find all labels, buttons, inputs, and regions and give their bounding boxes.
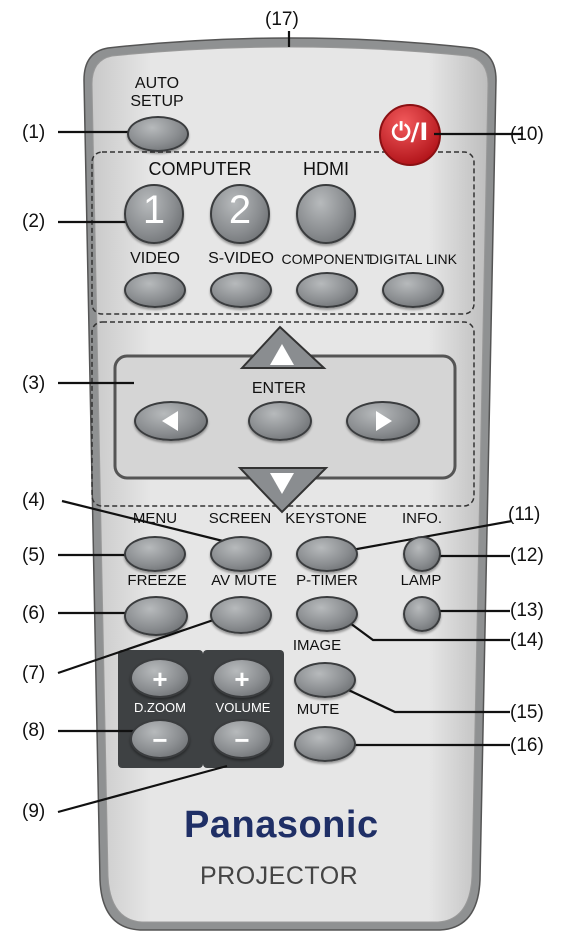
callout-12: (12): [510, 545, 544, 566]
minus-glyph: −: [234, 725, 250, 755]
volume-minus-button[interactable]: −: [212, 719, 272, 759]
s-video-label: S-VIDEO: [208, 250, 274, 267]
info-label: INFO.: [402, 510, 442, 527]
brand-logo: Panasonic: [184, 804, 379, 846]
screen-button[interactable]: [210, 536, 272, 572]
freeze-button[interactable]: [124, 596, 188, 636]
volume-label: VOLUME: [215, 700, 271, 715]
hdmi-label: HDMI: [303, 159, 349, 179]
plus-glyph: +: [234, 664, 250, 694]
menu-button[interactable]: [124, 536, 186, 572]
volume-plus-button[interactable]: +: [212, 658, 272, 698]
digital-link-label: DIGITAL LINK: [369, 251, 457, 267]
auto-setup-button[interactable]: [127, 116, 189, 152]
menu-label: MENU: [132, 510, 178, 527]
leader-7: [57, 612, 232, 675]
dzoom-plus-button[interactable]: +: [130, 658, 190, 698]
dzoom-minus-button[interactable]: −: [130, 719, 190, 759]
enter-button[interactable]: [248, 401, 312, 441]
product-label: PROJECTOR: [200, 862, 359, 890]
keystone-button[interactable]: [296, 536, 358, 572]
left-arrow-icon: [162, 411, 178, 431]
callout-11: (11): [508, 504, 541, 525]
callout-16: (16): [510, 735, 544, 756]
freeze-label: FREEZE: [127, 572, 187, 589]
left-arrow-button[interactable]: [134, 401, 208, 441]
callout-8: (8): [22, 720, 46, 741]
image-label: IMAGE: [292, 637, 342, 654]
digital-link-button[interactable]: [382, 272, 444, 308]
minus-glyph: −: [152, 725, 168, 755]
num-1-glyph: 1: [142, 188, 166, 232]
video-button[interactable]: [124, 272, 186, 308]
right-arrow-icon: [376, 411, 392, 431]
callout-1: (1): [22, 122, 46, 143]
hdmi-button[interactable]: [296, 184, 356, 244]
leader-15: [339, 685, 510, 714]
dzoom-label: D.ZOOM: [134, 700, 186, 715]
right-arrow-button[interactable]: [346, 401, 420, 441]
callout-5: (5): [22, 545, 46, 566]
callout-17: (17): [265, 9, 299, 30]
plus-glyph: +: [152, 664, 168, 694]
video-label: VIDEO: [130, 250, 180, 267]
enter-label: ENTER: [251, 380, 307, 397]
image-button[interactable]: [294, 662, 356, 698]
callout-14: (14): [510, 630, 544, 651]
auto-label: AUTO: [134, 75, 180, 92]
component-button[interactable]: [296, 272, 358, 308]
p-timer-label: P-TIMER: [296, 572, 358, 589]
computer-label: COMPUTER: [148, 159, 252, 179]
component-label: COMPONENT: [281, 251, 373, 267]
callout-4: (4): [22, 490, 46, 511]
setup-label: SETUP: [130, 93, 184, 110]
lamp-button[interactable]: [403, 596, 441, 632]
leader-4: [61, 499, 232, 545]
leader-9: [57, 764, 228, 814]
input-group-box: [91, 151, 475, 315]
av-mute-label: AV MUTE: [211, 572, 277, 589]
callout-6: (6): [22, 603, 46, 624]
up-arrow-icon: [270, 344, 294, 365]
computer-1-button[interactable]: 1: [124, 184, 184, 244]
down-arrow-icon: [270, 473, 294, 494]
callout-10: (10): [510, 124, 544, 145]
mute-button[interactable]: [294, 726, 356, 762]
av-mute-button[interactable]: [210, 596, 272, 634]
s-video-button[interactable]: [210, 272, 272, 308]
callout-9: (9): [22, 801, 46, 822]
callout-3: (3): [22, 373, 46, 394]
screen-label: SCREEN: [208, 510, 272, 527]
callout-2: (2): [22, 211, 46, 232]
lamp-label: LAMP: [400, 572, 442, 589]
callout-7: (7): [22, 663, 46, 684]
computer-2-button[interactable]: 2: [210, 184, 270, 244]
callout-15: (15): [510, 702, 544, 723]
info-button[interactable]: [403, 536, 441, 572]
power-icon: ⏻/I: [391, 118, 429, 146]
p-timer-button[interactable]: [296, 596, 358, 632]
callout-13: (13): [510, 600, 544, 621]
num-2-glyph: 2: [228, 188, 252, 232]
keystone-label: KEYSTONE: [285, 510, 367, 527]
mute-label: MUTE: [296, 701, 340, 718]
